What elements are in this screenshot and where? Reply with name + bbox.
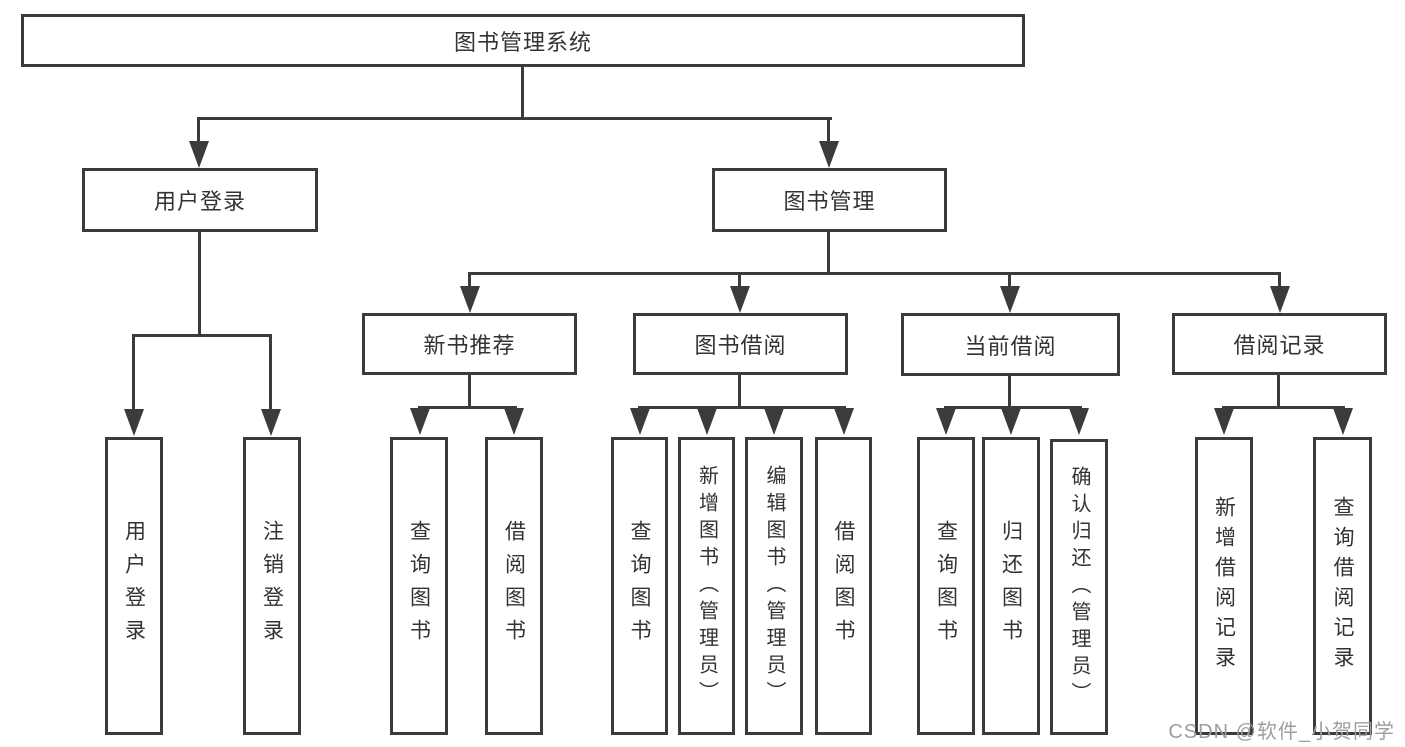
arrow-down-icon <box>936 408 956 435</box>
leaf-edit-books-admin: 编辑图书（管理员） <box>745 437 803 735</box>
arrow-down-icon <box>630 408 650 435</box>
connector-book-mgmt-stub <box>827 230 830 274</box>
arrow-down-icon <box>764 408 784 435</box>
leaf-logout: 注销登录 <box>243 437 301 735</box>
arrow-down-icon <box>1214 408 1234 435</box>
arrow-down-icon <box>730 286 750 313</box>
connector-stem <box>197 117 200 145</box>
leaf-return-books: 归还图书 <box>982 437 1040 735</box>
connector-level2-rail <box>197 117 832 120</box>
connector-user-login-stub <box>198 230 201 336</box>
connector-stub <box>1277 373 1280 408</box>
arrow-down-icon <box>1001 408 1021 435</box>
arrow-down-icon <box>1069 408 1089 435</box>
node-book-borrowing: 图书借阅 <box>633 313 848 375</box>
arrow-down-icon <box>124 409 144 436</box>
leaf-query-books-borrowing: 查询图书 <box>611 437 668 735</box>
connector-stub <box>1008 373 1011 408</box>
connector-rail <box>1222 406 1345 409</box>
connector-stub <box>468 373 471 408</box>
connector-stub <box>738 373 741 408</box>
arrow-down-icon <box>1270 286 1290 313</box>
arrow-down-icon <box>189 141 209 168</box>
arrow-down-icon <box>819 141 839 168</box>
connector-rail <box>944 406 1082 409</box>
node-borrowing-records: 借阅记录 <box>1172 313 1387 375</box>
arrow-down-icon <box>1000 286 1020 313</box>
arrow-down-icon <box>261 409 281 436</box>
node-library-management-system: 图书管理系统 <box>21 14 1025 67</box>
node-current-borrowing: 当前借阅 <box>901 313 1120 376</box>
csdn-watermark: CSDN @软件_小贺同学 <box>1168 721 1395 743</box>
connector-stem <box>738 272 741 290</box>
connector-stem <box>269 334 272 412</box>
connector-stem <box>1278 272 1281 290</box>
connector-stem <box>1008 272 1011 290</box>
leaf-query-borrow-record: 查询借阅记录 <box>1313 437 1372 735</box>
node-user-login: 用户登录 <box>82 168 318 232</box>
connector-rail <box>638 406 846 409</box>
arrow-down-icon <box>504 408 524 435</box>
arrow-down-icon <box>834 408 854 435</box>
node-book-management: 图书管理 <box>712 168 947 232</box>
leaf-borrow-books-recommend: 借阅图书 <box>485 437 543 735</box>
leaf-add-borrow-record: 新增借阅记录 <box>1195 437 1253 735</box>
connector-stem <box>132 334 135 412</box>
connector-stem <box>827 117 830 145</box>
connector-level3-rail <box>468 272 1281 275</box>
leaf-query-books-current: 查询图书 <box>917 437 975 735</box>
leaf-borrow-books: 借阅图书 <box>815 437 872 735</box>
connector-user-login-rail <box>132 334 272 337</box>
node-new-book-recommendation: 新书推荐 <box>362 313 577 375</box>
arrow-down-icon <box>460 286 480 313</box>
arrow-down-icon <box>697 408 717 435</box>
connector-root-stub <box>521 66 524 119</box>
arrow-down-icon <box>410 408 430 435</box>
leaf-add-books-admin: 新增图书（管理员） <box>678 437 735 735</box>
connector-rail <box>418 406 517 409</box>
leaf-user-login: 用户登录 <box>105 437 163 735</box>
arrow-down-icon <box>1333 408 1353 435</box>
leaf-confirm-return-admin: 确认归还（管理员） <box>1050 439 1108 735</box>
connector-stem <box>468 272 471 290</box>
leaf-query-books-recommend: 查询图书 <box>390 437 448 735</box>
